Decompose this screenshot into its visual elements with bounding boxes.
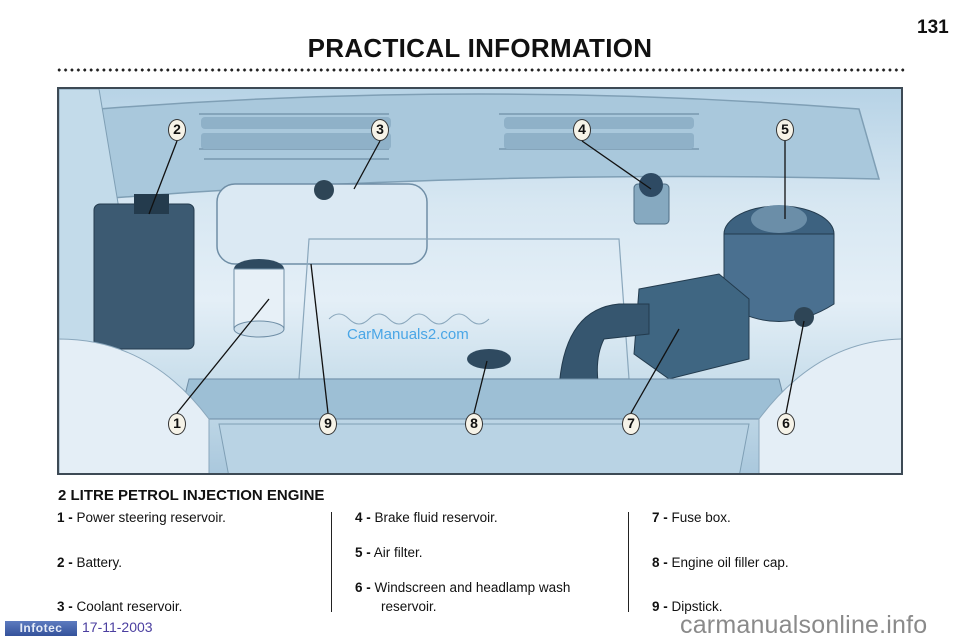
page-title: PRACTICAL INFORMATION [307, 33, 653, 63]
legend-item-9: 9 - Dipstick. [652, 597, 723, 616]
legend-item-8: 8 - Engine oil filler cap. [652, 553, 789, 572]
oil-filler-cap-shape [467, 349, 511, 369]
callout-3: 3 [371, 119, 389, 141]
callout-4: 4 [573, 119, 591, 141]
legend-text: Air filter. [373, 545, 423, 560]
power-steering-reservoir-shape [233, 268, 285, 330]
legend-item-3: 3 - Coolant reservoir. [57, 597, 182, 616]
legend-item-6: 6 - Windscreen and headlamp wash [355, 578, 570, 597]
callout-9: 9 [319, 413, 337, 435]
legend-text: Battery. [76, 555, 123, 570]
legend-text: Power steering reservoir. [76, 510, 226, 525]
legend-number: 3 - [57, 599, 73, 614]
legend-text: Engine oil filler cap. [671, 555, 789, 570]
column-divider-1 [331, 512, 332, 612]
legend-item-1: 1 - Power steering reservoir. [57, 508, 226, 527]
infotec-logo: Infotec [5, 621, 77, 636]
page-number: 131 [917, 17, 949, 38]
legend-item-5: 5 - Air filter. [355, 543, 423, 562]
callout-7: 7 [622, 413, 640, 435]
legend-number: 1 - [57, 510, 73, 525]
fuse-box-shape [633, 273, 750, 380]
legend-text: Windscreen and headlamp wash [374, 580, 571, 595]
legend-number: 8 - [652, 555, 668, 570]
callout-8: 8 [465, 413, 483, 435]
legend-number: 7 - [652, 510, 668, 525]
footer-date: 17-11-2003 [82, 619, 153, 635]
legend-item-7: 7 - Fuse box. [652, 508, 731, 527]
legend-number: 4 - [355, 510, 371, 525]
figure-watermark: CarManuals2.com [347, 326, 469, 343]
intake-hose-shape [558, 303, 650, 390]
legend-item-2: 2 - Battery. [57, 553, 122, 572]
grille [218, 423, 750, 473]
engine-drawing [59, 89, 901, 473]
legend-item-4: 4 - Brake fluid reservoir. [355, 508, 498, 527]
legend-number: 5 - [355, 545, 371, 560]
engine-compartment-illustration: 2 3 4 5 1 9 8 7 6 CarManuals2.com [57, 87, 903, 475]
caption-title: 2 LITRE PETROL INJECTION ENGINE [58, 487, 325, 504]
legend-text: Fuse box. [671, 510, 731, 525]
legend-text: Coolant reservoir. [76, 599, 183, 614]
dotted-divider [56, 68, 906, 72]
battery-shape [93, 203, 195, 350]
column-divider-2 [628, 512, 629, 612]
right-headlamp [758, 338, 901, 473]
leader-lines [148, 140, 805, 414]
callout-6: 6 [777, 413, 795, 435]
legend-number: 9 - [652, 599, 668, 614]
callout-1: 1 [168, 413, 186, 435]
front-crossmember [178, 378, 790, 420]
left-headlamp [59, 338, 210, 473]
legend-number: 2 - [57, 555, 73, 570]
legend-text: Dipstick. [671, 599, 723, 614]
vent-slots [201, 117, 694, 149]
legend-item-6-continued: reservoir. [381, 599, 437, 614]
callout-2: 2 [168, 119, 186, 141]
site-watermark[interactable]: carmanualsonline.info [680, 611, 928, 639]
legend-number: 6 - [355, 580, 371, 595]
callout-5: 5 [776, 119, 794, 141]
legend-text: Brake fluid reservoir. [374, 510, 498, 525]
